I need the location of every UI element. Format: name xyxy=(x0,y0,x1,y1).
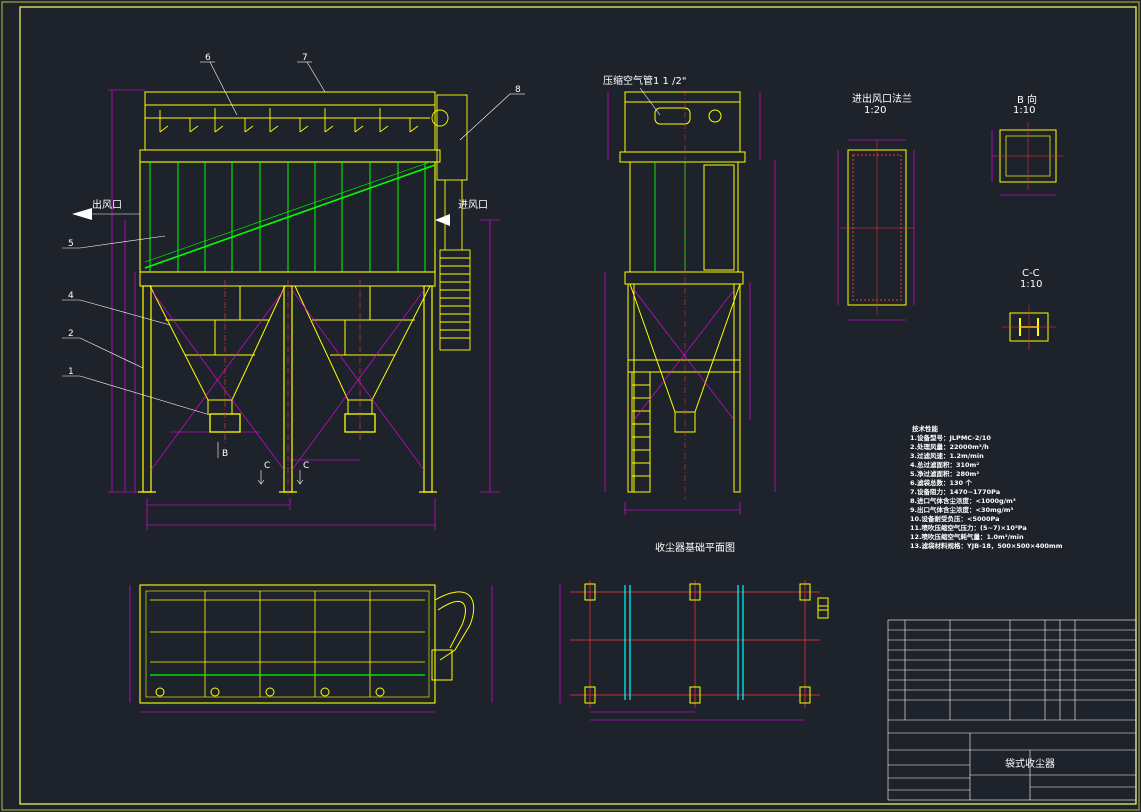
spec-line-11: 11.喷吹压缩空气压力：(5~7)×10⁵Pa xyxy=(910,523,1027,532)
cc-section: C-C 1:10 xyxy=(1002,268,1056,350)
ash-hoppers xyxy=(139,271,436,433)
title-block: 袋式收尘器 xyxy=(887,619,1137,801)
filter-bags xyxy=(144,161,436,272)
b-view: B 向 1:10 xyxy=(991,93,1064,196)
section-mark-b: B xyxy=(222,449,228,459)
plan-view xyxy=(129,584,493,713)
b-view-scale: 1:10 xyxy=(1013,105,1035,116)
outlet-label: 出风口 xyxy=(92,198,122,211)
outlet-arrow xyxy=(72,208,92,220)
spec-line-9: 9.出口气体含尘浓度：<30mg/m³ xyxy=(910,505,1014,514)
spec-heading: 技术性能 xyxy=(912,424,939,433)
callout-6: 6 xyxy=(205,53,211,63)
callout-5: 5 xyxy=(68,239,74,249)
drawing-title: 袋式收尘器 xyxy=(1005,757,1055,770)
foundation-title: 收尘器基础平面图 xyxy=(655,541,735,554)
compressed-air-label: 压缩空气管1 1 /2" xyxy=(603,74,686,87)
spec-line-2: 2.处理风量：22000m³/h xyxy=(910,442,989,451)
leader-lines xyxy=(62,61,525,416)
side-elevation: 压缩空气管1 1 /2" xyxy=(603,74,776,515)
callout-8: 8 xyxy=(515,85,521,95)
spec-line-5: 5.净过滤面积：280m² xyxy=(910,469,979,478)
callout-2: 2 xyxy=(68,329,74,339)
front-dimensions xyxy=(108,89,500,530)
spec-line-8: 8.进口气体含尘浓度：<1000g/m³ xyxy=(910,496,1016,505)
flange-title: 进出风口法兰 xyxy=(852,92,912,105)
cc-scale: 1:10 xyxy=(1020,279,1042,290)
front-elevation: 出风口 进风口 1 2 4 5 6 7 8 B C C xyxy=(62,53,525,530)
inlet-arrow xyxy=(435,214,450,226)
callout-1: 1 xyxy=(68,367,74,377)
spec-line-13: 13.滤袋材料规格：YJB-18，500×500×400mm xyxy=(910,541,1063,550)
inlet-label: 进风口 xyxy=(458,199,488,211)
support-legs xyxy=(138,285,437,493)
spec-line-12: 12.喷吹压缩空气耗气量：1.0m³/min xyxy=(910,532,1024,541)
spec-line-1: 1.设备型号：JLPMC-2/10 xyxy=(910,433,991,442)
flange-scale: 1:20 xyxy=(864,105,886,116)
spec-line-7: 7.设备阻力：1470~1770Pa xyxy=(910,487,1000,496)
spec-line-4: 4.总过滤面积：310m² xyxy=(910,460,979,469)
b-view-title: B 向 xyxy=(1017,93,1037,106)
inner-frame xyxy=(19,6,1137,805)
section-mark-c-left: C xyxy=(264,461,270,471)
section-mark-c-right: C xyxy=(303,461,309,471)
callout-7: 7 xyxy=(302,53,308,63)
flange-detail: 进出风口法兰 1:20 xyxy=(837,92,915,321)
spec-line-6: 6.滤袋总数：130 个 xyxy=(910,478,972,487)
technical-spec: 技术性能 1.设备型号：JLPMC-2/10 2.处理风量：22000m³/h … xyxy=(910,424,1063,550)
cc-title: C-C xyxy=(1022,268,1040,279)
callout-4: 4 xyxy=(68,291,74,301)
inlet-duct xyxy=(431,94,471,351)
spec-line-3: 3.过滤风速：1.2m/min xyxy=(910,451,984,460)
blowpipes xyxy=(159,108,419,133)
foundation-plan: 收尘器基础平面图 xyxy=(559,541,829,721)
spec-line-10: 10.设备耐受负压：<5000Pa xyxy=(910,514,1000,523)
